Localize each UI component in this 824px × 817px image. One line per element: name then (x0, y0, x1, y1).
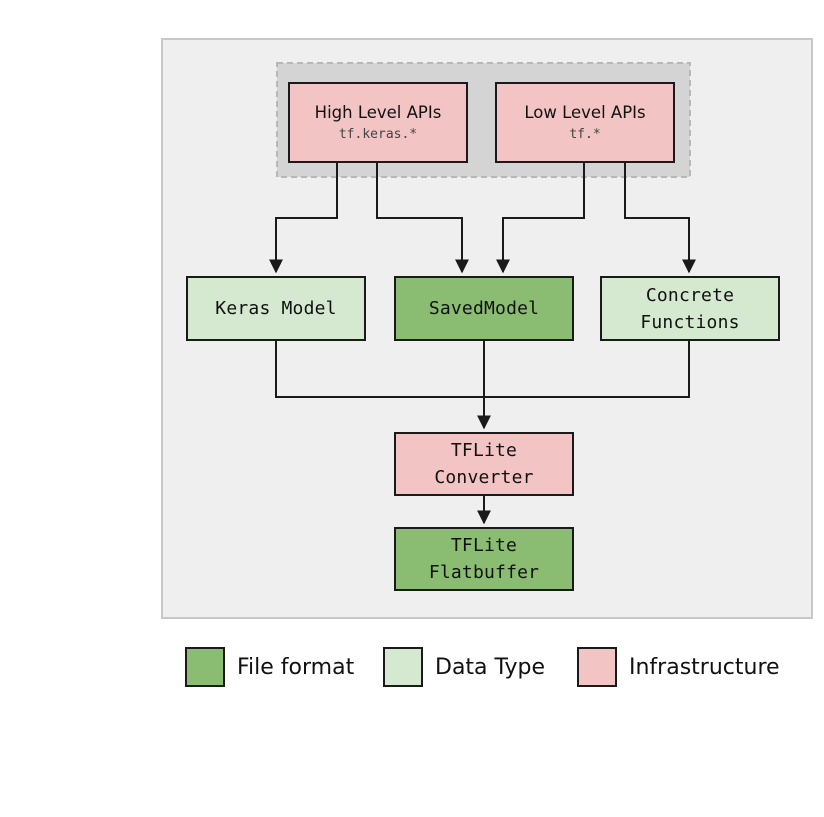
concrete-functions-line2: Functions (640, 311, 740, 333)
tflite-converter-line2: Converter (434, 467, 534, 488)
legend-file-format: File format (185, 645, 354, 689)
concrete-functions-node: Concrete Functions (600, 276, 780, 341)
edge-keras-to-converter (275, 341, 484, 398)
legend-infrastructure: Infrastructure (577, 645, 780, 689)
tflite-converter-node: TFLite Converter (394, 432, 574, 496)
legend-file-format-label: File format (237, 654, 355, 680)
edge-low-to-concrete (624, 163, 696, 274)
edge-low-to-savedmodel (496, 163, 585, 274)
high-level-apis-subtitle: tf.keras.* (338, 126, 418, 142)
tflite-flatbuffer-line1: TFLite (450, 535, 518, 556)
low-level-apis-subtitle: tf.* (569, 126, 601, 142)
tflite-converter-line1: TFLite (450, 440, 518, 461)
keras-model-label: Keras Model (215, 298, 337, 319)
legend-data-type-label: Data Type (435, 654, 546, 680)
low-level-apis-title: Low Level APIs (524, 102, 646, 122)
edge-high-to-keras (269, 163, 338, 274)
savedmodel-node: SavedModel (394, 276, 574, 341)
edge-high-to-savedmodel (376, 163, 469, 274)
edge-concrete-to-converter (484, 341, 690, 398)
legend-data-type-swatch (383, 647, 423, 687)
tflite-flatbuffer-line2: Flatbuffer (428, 562, 540, 583)
legend-infrastructure-label: Infrastructure (629, 654, 780, 680)
concrete-functions-line1: Concrete (645, 284, 735, 306)
high-level-apis-title: High Level APIs (314, 102, 442, 122)
low-level-apis-node: Low Level APIs tf.* (495, 82, 675, 163)
high-level-apis-node: High Level APIs tf.keras.* (288, 82, 468, 163)
legend-file-format-swatch (185, 647, 225, 687)
keras-model-node: Keras Model (186, 276, 366, 341)
legend-data-type: Data Type (383, 645, 545, 689)
savedmodel-label: SavedModel (428, 298, 540, 319)
legend-infrastructure-swatch (577, 647, 617, 687)
tflite-flatbuffer-node: TFLite Flatbuffer (394, 527, 574, 591)
